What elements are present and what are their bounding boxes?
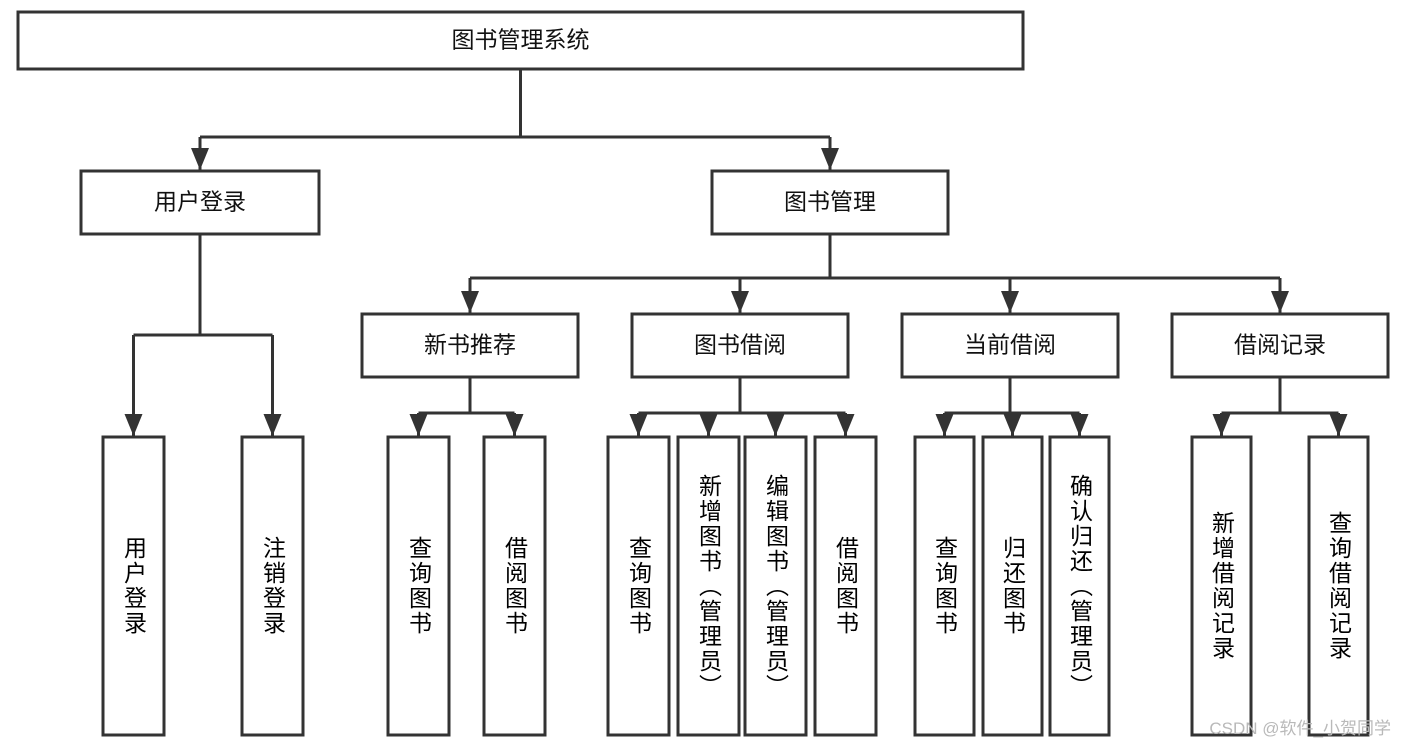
arrow-head-icon <box>1212 414 1231 436</box>
leaf-label-wrap: 查询图书 <box>625 536 652 636</box>
node-box <box>1190 435 1253 737</box>
arrow-head-icon <box>699 414 718 436</box>
leaf-node-4[interactable] <box>606 435 671 737</box>
arrow-head-icon <box>1329 414 1348 436</box>
node-level3-2[interactable] <box>900 312 1120 379</box>
leaf-label: 确认归还（管理员） <box>1066 473 1093 699</box>
leaf-label: 编辑图书（管理员） <box>762 473 789 699</box>
node-label: 新书推荐 <box>424 332 516 358</box>
leaf-label: 查询图书 <box>625 536 652 636</box>
leaf-label-wrap: 用户登录 <box>120 536 147 636</box>
node-box <box>386 435 451 737</box>
leaf-label: 归还图书 <box>999 536 1026 636</box>
leaf-label: 新增借阅记录 <box>1208 511 1235 661</box>
arrow-head-icon <box>1271 291 1289 313</box>
leaf-label: 借阅图书 <box>501 536 528 636</box>
arrow-head-icon <box>821 148 839 170</box>
node-box <box>676 435 741 737</box>
node-box <box>16 10 1025 71</box>
leaf-node-0[interactable] <box>101 435 166 737</box>
node-level3-0[interactable] <box>360 312 580 379</box>
node-label: 图书管理系统 <box>452 27 590 53</box>
leaf-label-wrap: 查询图书 <box>931 536 958 636</box>
arrow-head-icon <box>836 414 855 436</box>
node-box <box>606 435 671 737</box>
leaf-label-wrap: 新增图书（管理员） <box>695 473 722 699</box>
leaf-label: 查询图书 <box>931 536 958 636</box>
node-level2-1[interactable] <box>710 169 950 236</box>
leaf-node-7[interactable] <box>813 435 878 737</box>
arrow-head-icon <box>461 291 479 313</box>
arrow-head-icon <box>1070 414 1089 436</box>
leaf-label-wrap: 确认归还（管理员） <box>1066 473 1093 699</box>
arrow-head-icon <box>263 414 282 436</box>
node-root[interactable] <box>16 10 1025 71</box>
arrow-head-icon <box>1001 291 1019 313</box>
leaf-node-12[interactable] <box>1307 435 1370 737</box>
node-box <box>482 435 547 737</box>
arrow-head-icon <box>505 414 524 436</box>
node-box <box>101 435 166 737</box>
node-level2-0[interactable] <box>79 169 321 236</box>
leaf-label: 查询借阅记录 <box>1325 511 1352 661</box>
node-box <box>1048 435 1111 737</box>
leaf-node-1[interactable] <box>240 435 305 737</box>
node-box <box>900 312 1120 379</box>
leaf-node-3[interactable] <box>482 435 547 737</box>
leaf-node-11[interactable] <box>1190 435 1253 737</box>
leaf-node-5[interactable] <box>676 435 741 737</box>
node-level3-3[interactable] <box>1170 312 1390 379</box>
arrow-head-icon <box>1003 414 1022 436</box>
arrow-head-icon <box>409 414 428 436</box>
leaf-label-wrap: 归还图书 <box>999 536 1026 636</box>
node-label: 图书借阅 <box>694 332 786 358</box>
csdn-watermark: CSDN @软件_小贺同学 <box>1209 719 1391 738</box>
node-box <box>813 435 878 737</box>
node-label: 当前借阅 <box>964 332 1056 358</box>
node-box <box>1307 435 1370 737</box>
leaf-label-wrap: 注销登录 <box>259 536 286 636</box>
node-box <box>743 435 808 737</box>
connector-layer <box>124 69 1348 436</box>
leaf-node-2[interactable] <box>386 435 451 737</box>
leaf-label-wrap: 借阅图书 <box>832 536 859 636</box>
node-box <box>240 435 305 737</box>
leaf-node-6[interactable] <box>743 435 808 737</box>
node-box <box>79 169 321 236</box>
node-box <box>913 435 976 737</box>
node-level3-1[interactable] <box>630 312 850 379</box>
leaf-label: 借阅图书 <box>832 536 859 636</box>
leaf-node-9[interactable] <box>981 435 1044 737</box>
node-box <box>630 312 850 379</box>
leaf-label: 新增图书（管理员） <box>695 473 722 699</box>
arrow-head-icon <box>935 414 954 436</box>
node-label: 图书管理 <box>784 189 876 215</box>
node-label: 用户登录 <box>154 189 246 215</box>
node-box <box>981 435 1044 737</box>
node-box <box>710 169 950 236</box>
leaf-label-wrap: 新增借阅记录 <box>1208 511 1235 661</box>
arrow-head-icon <box>731 291 749 313</box>
arrow-head-icon <box>629 414 648 436</box>
leaf-label: 用户登录 <box>120 536 147 636</box>
node-label: 借阅记录 <box>1234 332 1326 358</box>
leaf-label-wrap: 借阅图书 <box>501 536 528 636</box>
arrow-head-icon <box>191 148 209 170</box>
leaf-label-wrap: 查询图书 <box>405 536 432 636</box>
node-box <box>1170 312 1390 379</box>
arrow-head-icon <box>124 414 143 436</box>
leaf-label-wrap: 查询借阅记录 <box>1325 511 1352 661</box>
node-box <box>360 312 580 379</box>
arrow-head-icon <box>766 414 785 436</box>
leaf-label: 查询图书 <box>405 536 432 636</box>
leaf-label-wrap: 编辑图书（管理员） <box>762 473 789 699</box>
node-layer: 图书管理系统用户登录图书管理新书推荐图书借阅当前借阅借阅记录用户登录注销登录查询… <box>16 10 1390 737</box>
leaf-node-10[interactable] <box>1048 435 1111 737</box>
leaf-label: 注销登录 <box>259 536 286 636</box>
leaf-node-8[interactable] <box>913 435 976 737</box>
